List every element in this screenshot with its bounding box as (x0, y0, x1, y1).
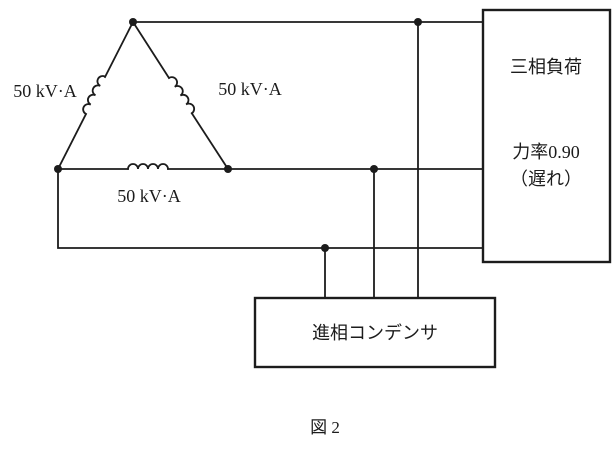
figure-caption: 図 2 (310, 418, 340, 437)
load-power-factor-label: 力率0.90 (512, 142, 580, 162)
junction-dot-delta-top (129, 18, 137, 26)
transformer-rating-label-right: 50 kV·A (218, 79, 282, 99)
delta-left-side-lower-segment (56, 112, 88, 171)
junction-dot-bottom-tap (321, 244, 329, 252)
junction-dot-delta-left (54, 165, 62, 173)
junction-dot-top-tap (414, 18, 422, 26)
delta-left-side-upper-segment (103, 20, 135, 79)
capacitor-box-label: 進相コンデンサ (312, 323, 438, 343)
delta-right-side-lower-segment (190, 112, 230, 171)
inductor-coil-icon-bottom (127, 163, 169, 170)
junction-dot-middle-tap (370, 165, 378, 173)
inductor-coil-icon-right (168, 76, 196, 115)
load-lagging-label: （遅れ） (510, 169, 582, 189)
delta-right-side-upper-segment (131, 20, 171, 80)
transformer-rating-label-bottom: 50 kV·A (117, 186, 181, 206)
three-phase-load-box (481, 8, 612, 264)
capacitor-box (253, 296, 497, 369)
load-box-title: 三相負荷 (510, 57, 582, 77)
transformer-rating-label-left: 50 kV·A (13, 81, 77, 101)
junction-dot-delta-right (224, 165, 232, 173)
bottom-phase-wire (57, 168, 484, 249)
inductor-coil-icon-left (82, 75, 106, 115)
